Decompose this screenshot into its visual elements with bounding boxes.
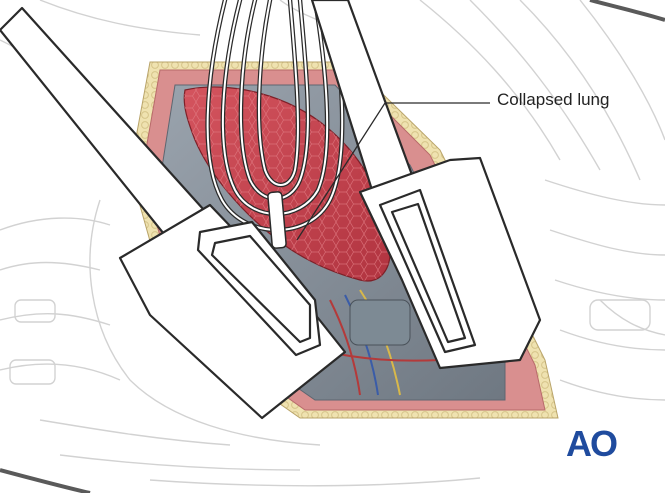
mediastinal-structures <box>319 289 441 396</box>
ao-logo: AO <box>566 423 618 464</box>
right-rib-retractor <box>310 0 542 370</box>
callout-label-collapsed-lung: Collapsed lung <box>497 90 610 109</box>
callout-leader <box>296 102 490 241</box>
retractor-handle-tip <box>267 191 287 249</box>
left-rib-retractor <box>0 6 347 420</box>
